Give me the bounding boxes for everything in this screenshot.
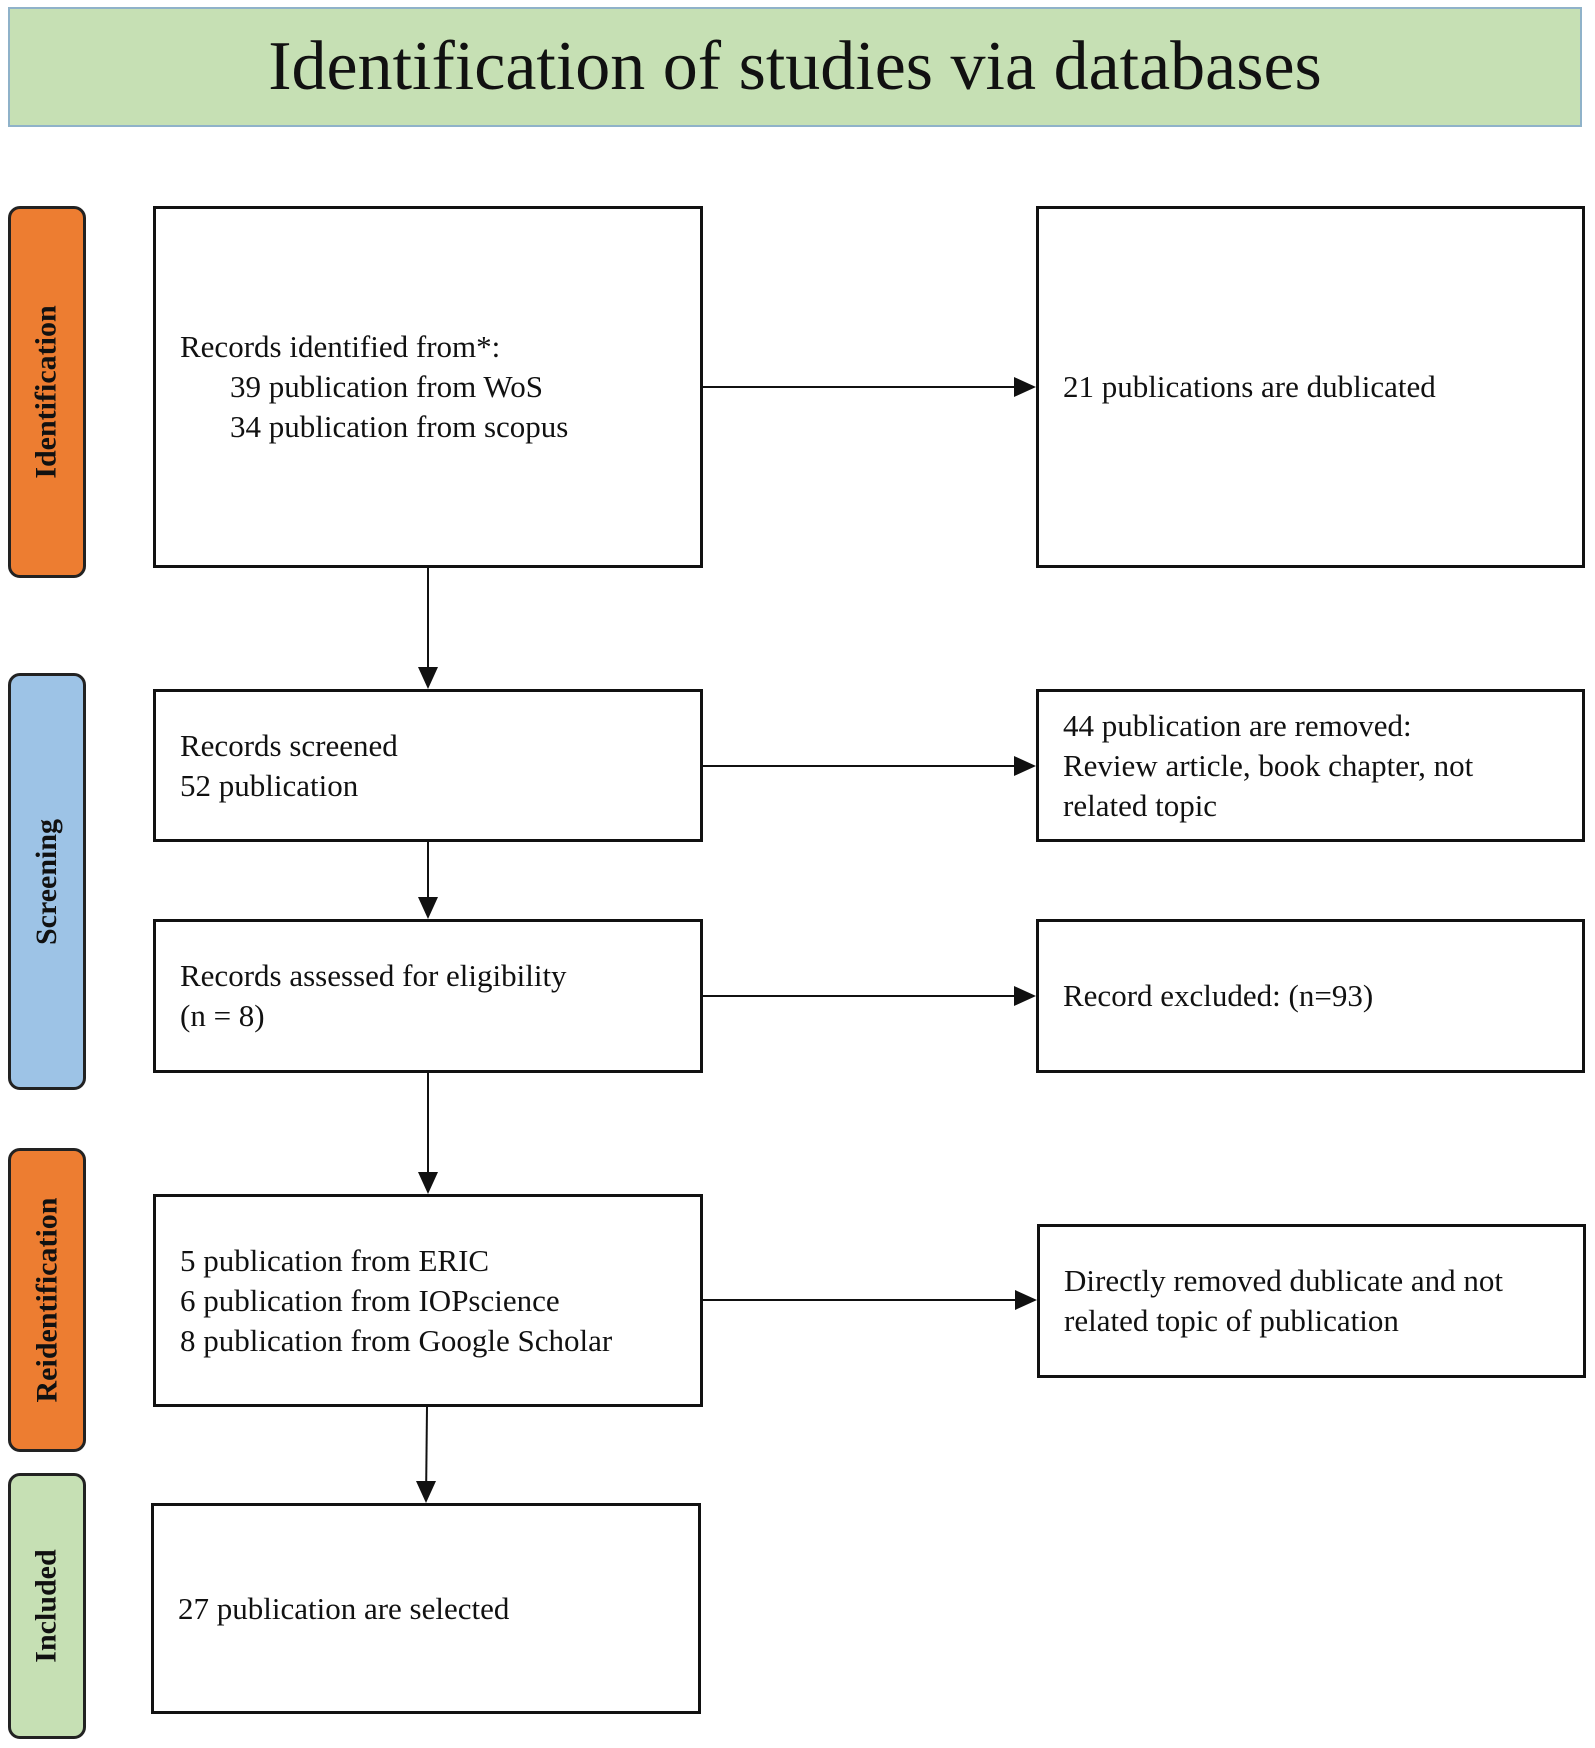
records-identified-wos: 39 publication from WoS [230, 369, 543, 404]
eligibility-count: (n = 8) [180, 998, 265, 1033]
duplicates-box: 21 publications are dublicated [1036, 206, 1585, 568]
arrowhead-direct-removed [1015, 1290, 1037, 1310]
reidentified-google-scholar: 8 publication from Google Scholar [180, 1322, 613, 1358]
selected-box: 27 publication are selected [151, 1503, 701, 1714]
records-identified-heading: Records identified from*: [180, 329, 501, 364]
phase-included-label: Included [30, 1549, 64, 1663]
selected-text: 27 publication are selected [178, 1590, 510, 1626]
arrowhead-reidentified [418, 1172, 438, 1194]
reidentified-box: 5 publication from ERIC 6 publication fr… [153, 1194, 703, 1407]
direct-removed-line1: Directly removed dublicate and not [1064, 1263, 1504, 1298]
direct-removed-line2: related topic of publication [1064, 1303, 1399, 1338]
phase-reidentification-label: Reidentification [30, 1197, 64, 1403]
diagram-title-banner: Identification of studies via databases [8, 7, 1582, 127]
reidentified-iopscience: 6 publication from IOPscience [180, 1282, 560, 1318]
arrowhead-selected [416, 1481, 436, 1503]
phase-included: Included [8, 1473, 86, 1739]
phase-identification-label: Identification [30, 305, 63, 479]
duplicates-text: 21 publications are dublicated [1063, 369, 1436, 404]
records-screened-box: Records screened 52 publication [153, 689, 703, 842]
arrow-reidentified-to-selected [425, 1406, 428, 1502]
diagram-title: Identification of studies via databases [268, 28, 1322, 105]
arrowhead-duplicates [1014, 377, 1036, 397]
removed-count: 44 publication are removed: [1063, 707, 1412, 743]
eligibility-title: Records assessed for eligibility [180, 958, 567, 993]
records-screened-count: 52 publication [180, 767, 359, 803]
phase-screening: Screening [8, 673, 86, 1090]
removed-reasons: Review article, book chapter, not [1063, 747, 1474, 783]
arrowhead-excluded [1014, 986, 1036, 1006]
records-screened-title: Records screened [180, 727, 398, 763]
arrowhead-removed [1014, 756, 1036, 776]
reidentified-eric: 5 publication from ERIC [180, 1242, 490, 1278]
records-identified-box: Records identified from*: 39 publication… [153, 206, 703, 568]
records-identified-scopus: 34 publication from scopus [230, 409, 569, 444]
excluded-box: Record excluded: (n=93) [1036, 919, 1585, 1073]
eligibility-box: Records assessed for eligibility (n = 8) [153, 919, 703, 1073]
phase-identification: Identification [8, 206, 86, 578]
direct-removed-box: Directly removed dublicate and not relat… [1037, 1224, 1586, 1378]
excluded-text: Record excluded: (n=93) [1063, 978, 1374, 1013]
phase-screening-label: Screening [30, 818, 64, 945]
removed-box: 44 publication are removed: Review artic… [1036, 689, 1585, 842]
phase-reidentification: Reidentification [8, 1148, 86, 1452]
arrowhead-eligibility [418, 897, 438, 919]
removed-reasons-cont: related topic [1063, 787, 1218, 823]
arrowhead-screened [418, 667, 438, 689]
